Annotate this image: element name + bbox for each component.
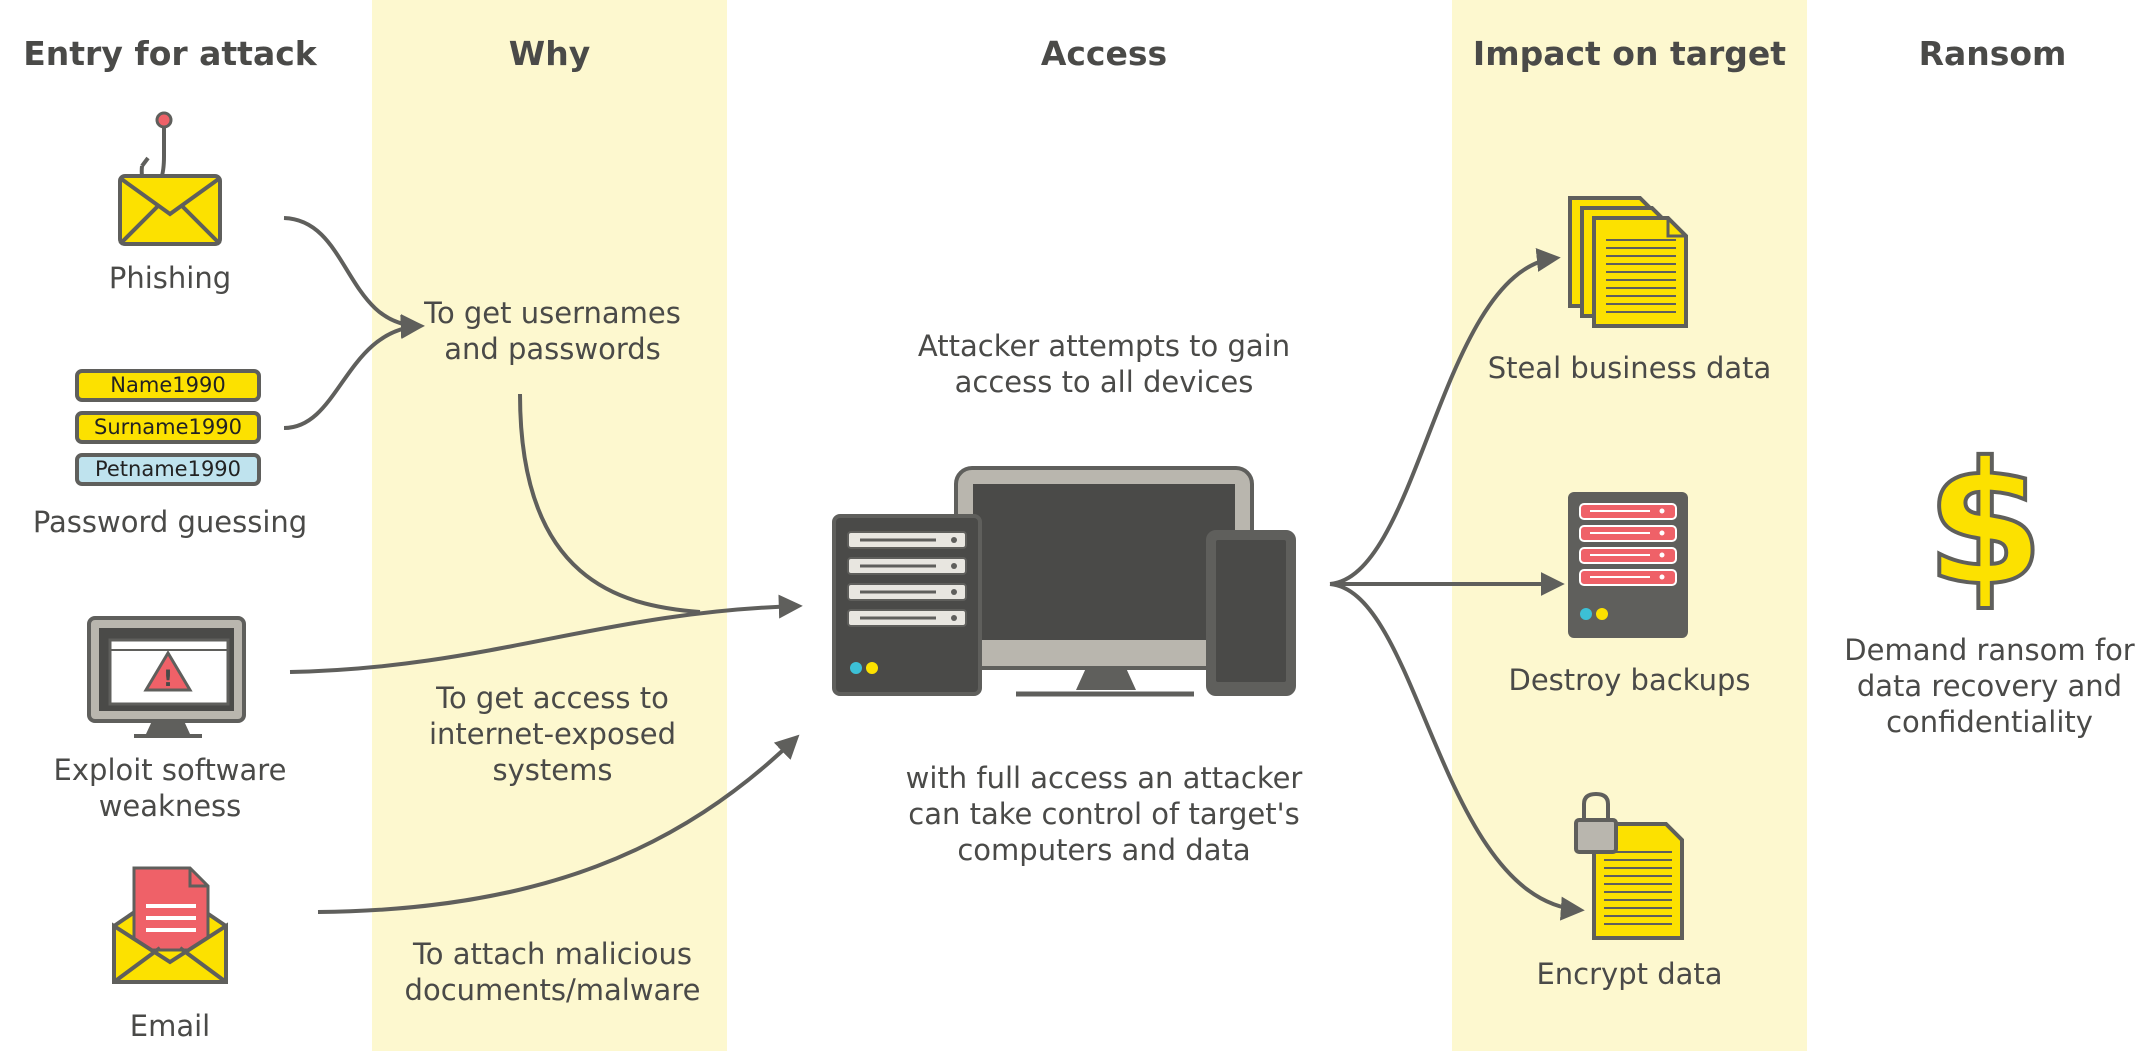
label-exploit: Exploit software weakness (53, 753, 287, 823)
locked-document-icon (1574, 791, 1684, 940)
connectors (283, 216, 1585, 921)
devices-icon (832, 466, 1296, 697)
label-steal: Steal business data (1487, 351, 1772, 385)
label-access-bottom: with full access an attacker can take co… (905, 761, 1303, 867)
why-column-band (372, 0, 727, 1051)
header-impact: Impact on target (1472, 34, 1787, 73)
label-why-malware: To attach malicious documents/malware (404, 937, 701, 1007)
password-tag-surname: Surname1990 (75, 411, 261, 444)
email-icon (112, 866, 228, 984)
label-password-guessing: Password guessing (32, 505, 308, 539)
password-tag-name: Name1990 (75, 369, 261, 402)
exploit-monitor-icon: ! (87, 616, 246, 738)
header-access: Access (1040, 34, 1168, 73)
label-access-top: Attacker attempts to gain access to all … (917, 329, 1291, 399)
label-phishing: Phishing (108, 261, 232, 295)
password-tag-petname: Petname1990 (75, 453, 261, 486)
label-encrypt: Encrypt data (1536, 957, 1723, 991)
svg-text:!: ! (163, 667, 173, 692)
label-destroy: Destroy backups (1508, 663, 1751, 697)
label-ransom: Demand ransom for data recovery and conf… (1844, 633, 2135, 739)
header-entry: Entry for attack (23, 34, 317, 73)
label-why-credentials: To get usernames and passwords (424, 296, 681, 366)
dollar-icon: $ (1924, 426, 2046, 624)
label-why-systems: To get access to internet-exposed system… (428, 681, 677, 787)
phishing-icon (118, 111, 222, 246)
backup-server-icon (1568, 492, 1688, 638)
header-ransom: Ransom (1918, 34, 2067, 73)
header-why: Why (508, 34, 591, 73)
documents-icon (1568, 196, 1688, 328)
label-email: Email (129, 1009, 211, 1043)
